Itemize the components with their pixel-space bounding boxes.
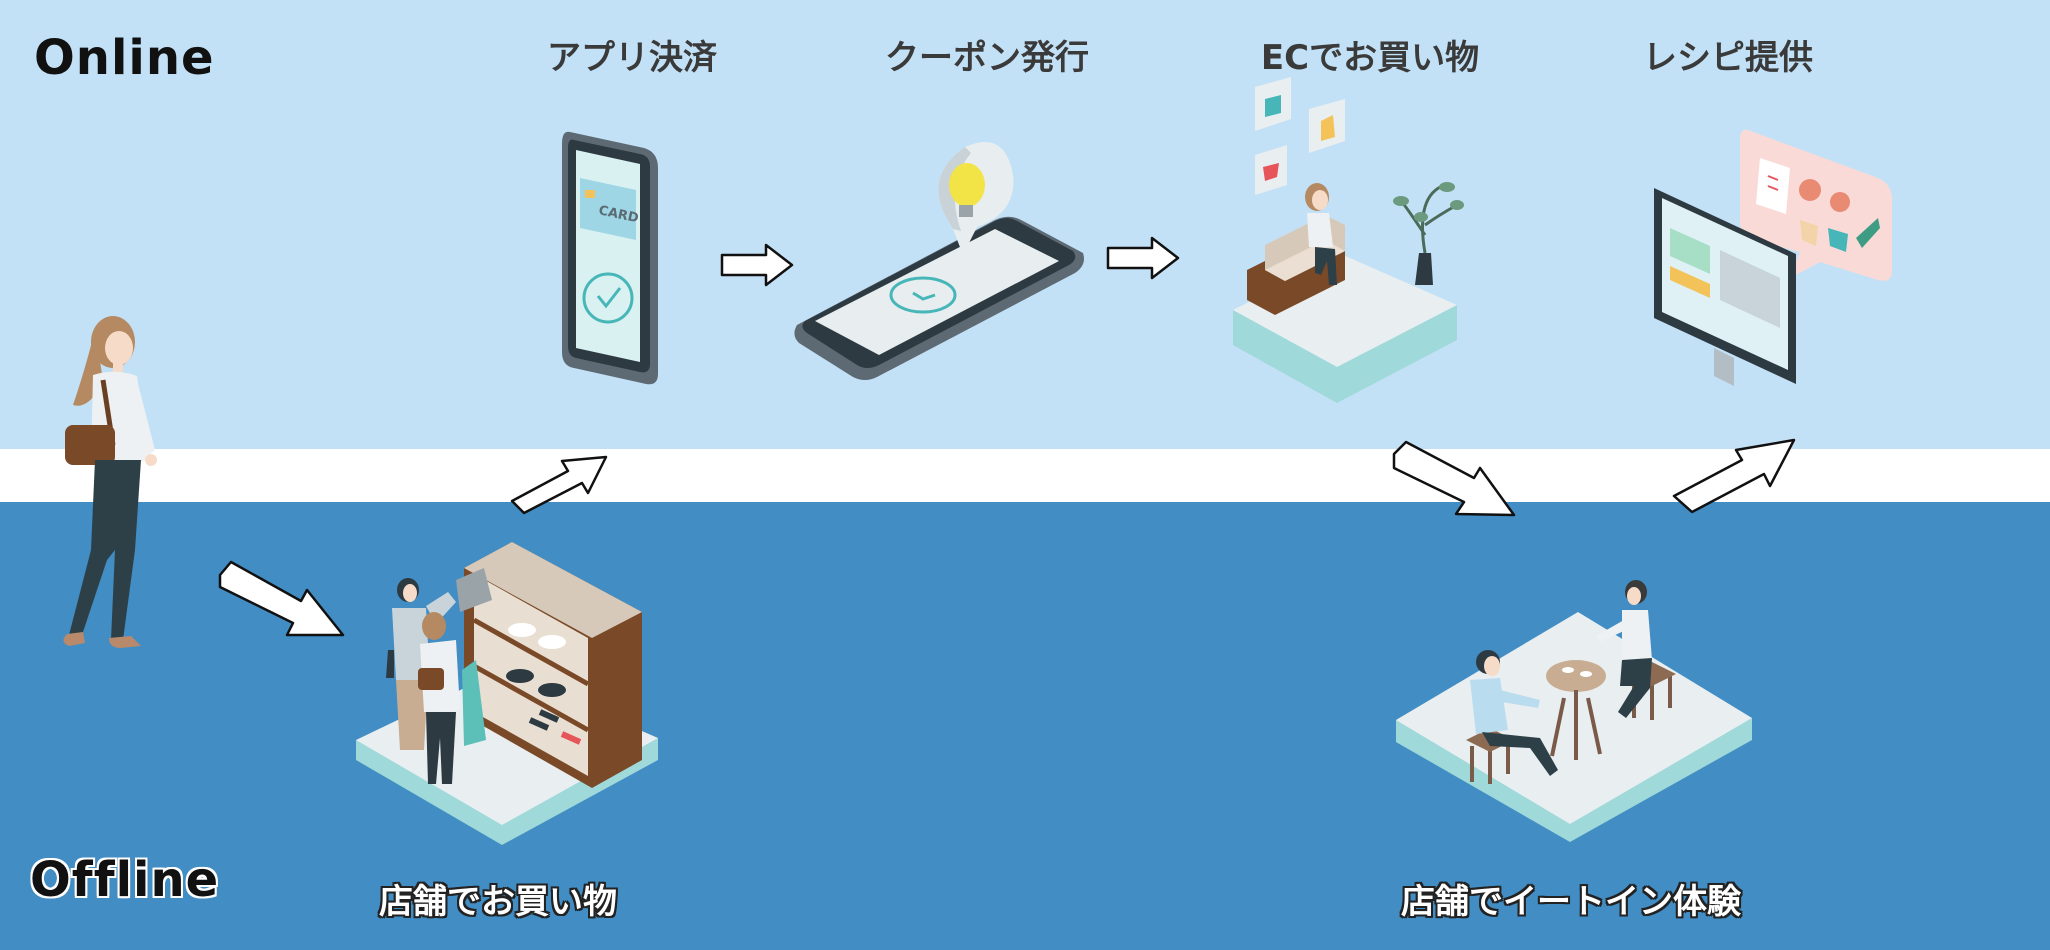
step-label-ec-shopping: ECでお買い物 (1260, 38, 1480, 78)
arrow-icon (1672, 438, 1796, 514)
arrow-icon (218, 560, 345, 637)
coupon-smartphone-icon (794, 141, 1084, 380)
recipe-monitor-icon (1654, 129, 1892, 386)
offline-title: Offline (30, 852, 220, 908)
arrow-icon (510, 455, 608, 515)
woman-walking-icon (63, 316, 157, 648)
step-label-coupon: クーポン発行 (885, 38, 1089, 78)
arrow-icon (1106, 236, 1180, 280)
online-title: Online (34, 30, 215, 86)
store-shopping-icon (356, 542, 658, 845)
ec-shopping-icon (1233, 77, 1464, 403)
arrow-icon (720, 243, 794, 287)
step-label-app-payment: アプリ決済 (547, 38, 717, 78)
store-label-shopping: 店舗でお買い物 (379, 882, 617, 922)
payment-smartphone-icon: CARD (562, 131, 658, 385)
step-label-recipe: レシピ提供 (1643, 38, 1813, 78)
eat-in-icon (1396, 580, 1752, 842)
arrow-icon (1392, 440, 1516, 517)
store-label-eat-in: 店舗でイートイン体験 (1401, 882, 1741, 922)
